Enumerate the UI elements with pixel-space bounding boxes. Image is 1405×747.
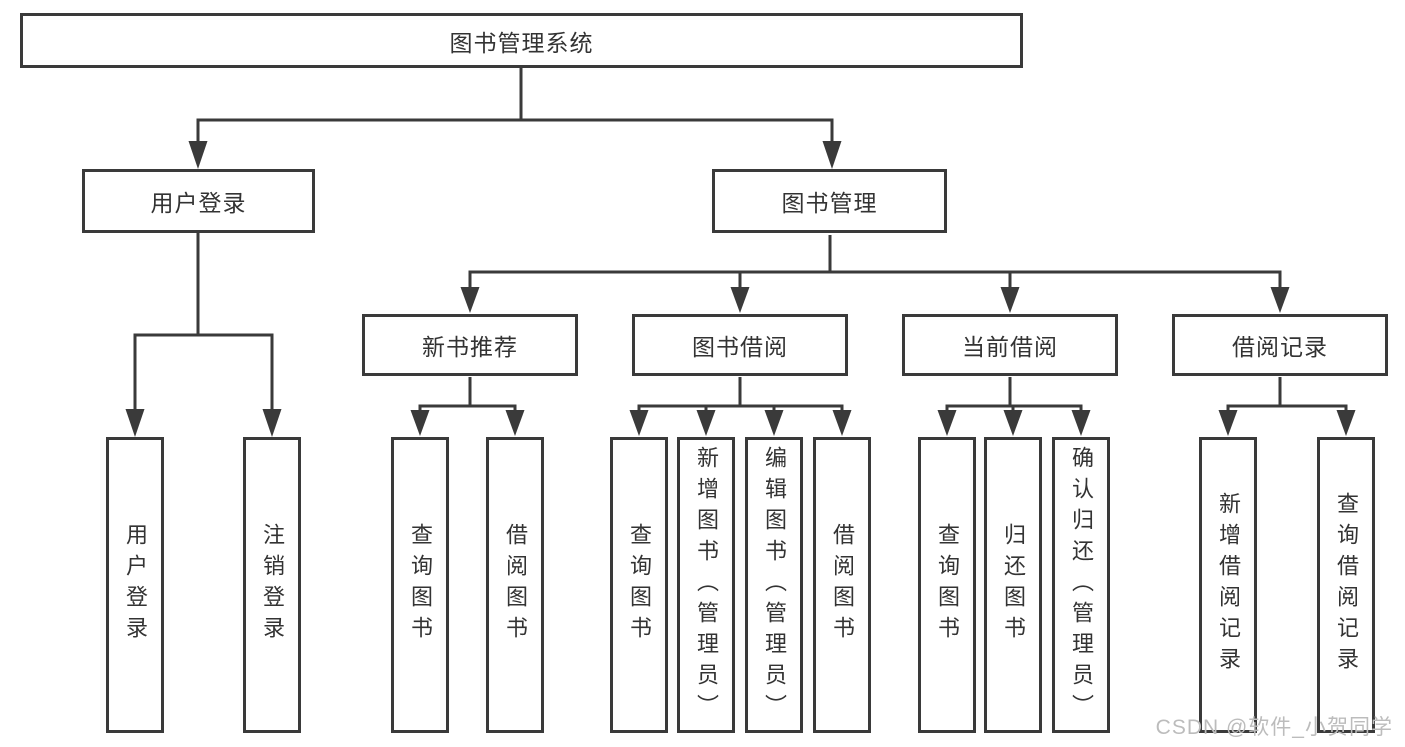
node-book-management: 图书管理	[712, 169, 947, 233]
connector-current-borrow-to-leaves	[945, 377, 1083, 411]
node-book-borrowing: 图书借阅	[632, 314, 848, 376]
connector-root-to-level2	[196, 68, 834, 142]
csdn-watermark: CSDN @软件_小贺同学	[1155, 716, 1393, 739]
leaf-return-books: 归还图书	[984, 437, 1042, 733]
leaf-query-books-recommend: 查询图书	[391, 437, 449, 733]
node-root-library-system: 图书管理系统	[20, 13, 1023, 68]
node-borrowing-records: 借阅记录	[1172, 314, 1388, 376]
leaf-borrow-books-recommend: 借阅图书	[486, 437, 544, 733]
leaf-query-books-borrow: 查询图书	[610, 437, 668, 733]
node-current-borrowing: 当前借阅	[902, 314, 1118, 376]
leaf-edit-books-admin: 编辑图书（管理员）	[745, 437, 803, 733]
leaf-query-borrow-record: 查询借阅记录	[1317, 437, 1375, 733]
node-user-login: 用户登录	[82, 169, 315, 233]
connector-user-login-to-leaves	[133, 233, 274, 410]
leaf-query-books-current: 查询图书	[918, 437, 976, 733]
leaf-add-borrow-record: 新增借阅记录	[1199, 437, 1257, 733]
connector-book-borrow-to-leaves	[637, 377, 844, 411]
node-new-book-recommendation: 新书推荐	[362, 314, 578, 376]
connector-new-book-to-leaves	[418, 377, 517, 411]
leaf-borrow-books: 借阅图书	[813, 437, 871, 733]
leaf-add-books-admin: 新增图书（管理员）	[677, 437, 735, 733]
leaf-user-login: 用户登录	[106, 437, 164, 733]
leaf-logout: 注销登录	[243, 437, 301, 733]
connector-book-management-to-level3	[468, 235, 1282, 288]
leaf-confirm-return-admin: 确认归还（管理员）	[1052, 437, 1110, 733]
connector-borrow-record-to-leaves	[1226, 377, 1348, 411]
